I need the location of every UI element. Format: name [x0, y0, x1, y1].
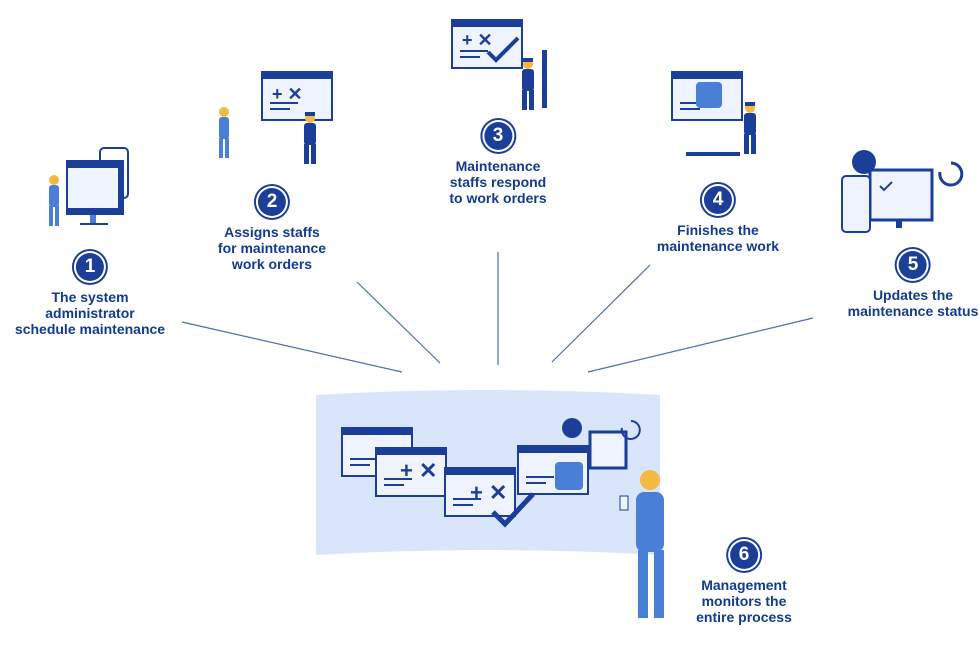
- step3-illustration: + ✕: [451, 19, 547, 110]
- step-number-badge: 1: [75, 253, 104, 281]
- panel-windows: + ✕ + ✕: [341, 418, 641, 528]
- svg-text:+ ✕: + ✕: [272, 84, 303, 104]
- step5-illustration: [841, 150, 964, 233]
- svg-text:+ ✕: + ✕: [470, 480, 507, 505]
- connector-4: [551, 264, 651, 363]
- svg-text:+ ✕: + ✕: [462, 30, 493, 50]
- connector-2: [356, 281, 441, 364]
- connector-1: [181, 321, 403, 373]
- step2-illustration: + ✕: [219, 71, 333, 164]
- connector-5: [587, 317, 814, 373]
- step-number-badge: 3: [484, 122, 512, 150]
- manager-figure: [619, 470, 664, 618]
- step-number-badge: 5: [899, 251, 927, 279]
- step4-illustration: [671, 71, 756, 156]
- connector-lines: [181, 252, 814, 373]
- step-number-badge: 4: [704, 186, 732, 214]
- svg-text:+ ✕: + ✕: [400, 458, 437, 483]
- step-number-badge: 6: [730, 541, 758, 569]
- step-number-badge: 2: [257, 188, 286, 216]
- step1-illustration: [49, 147, 129, 226]
